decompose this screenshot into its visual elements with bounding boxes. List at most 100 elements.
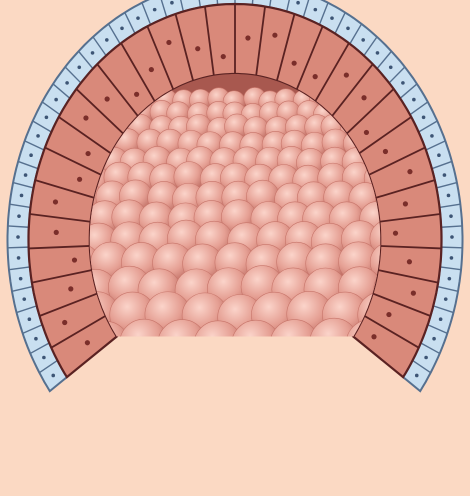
core-cell xyxy=(270,320,319,369)
outer-cell-nucleus xyxy=(444,297,448,301)
outer-cell-nucleus xyxy=(450,235,454,239)
inner-cell-nucleus xyxy=(77,177,82,182)
outer-cell-nucleus xyxy=(412,98,416,102)
outer-cell-nucleus xyxy=(136,16,140,20)
inner-cell-nucleus xyxy=(62,320,67,325)
core-cell xyxy=(324,414,384,474)
core-cell xyxy=(86,381,142,437)
outer-cell-nucleus xyxy=(449,214,453,218)
core-cell xyxy=(140,411,200,471)
core-cell xyxy=(194,321,243,370)
outer-cell-nucleus xyxy=(91,51,95,55)
outer-cell-nucleus xyxy=(314,8,318,12)
outer-cell-nucleus xyxy=(415,374,419,378)
outer-cell-nucleus xyxy=(34,337,38,341)
core-cell xyxy=(370,413,430,473)
outer-cell-nucleus xyxy=(54,98,58,102)
outer-cell-nucleus xyxy=(447,194,451,198)
outer-cell-nucleus xyxy=(376,51,380,55)
core-cell xyxy=(120,319,169,368)
inner-cell-nucleus xyxy=(393,231,398,236)
outer-cell-nucleus xyxy=(296,1,300,5)
outer-cell-nucleus xyxy=(120,26,124,30)
core-cell xyxy=(92,412,152,472)
inner-cell-nucleus xyxy=(344,72,349,77)
outer-cell-nucleus xyxy=(51,374,55,378)
outer-cell-nucleus xyxy=(443,173,447,177)
outer-cell-nucleus xyxy=(105,38,109,42)
outer-cell-nucleus xyxy=(361,38,365,42)
outer-cell-nucleus xyxy=(24,173,28,177)
outer-cell-nucleus xyxy=(448,277,452,281)
core-cell xyxy=(255,348,307,400)
inner-cell-nucleus xyxy=(407,169,412,174)
inner-cell-nucleus xyxy=(53,199,58,204)
core-cell xyxy=(348,378,404,434)
inner-cell-nucleus xyxy=(68,286,73,291)
outer-cell-nucleus xyxy=(45,116,49,120)
inner-cell-nucleus xyxy=(54,230,59,235)
core-cell xyxy=(91,348,143,400)
outer-cell-nucleus xyxy=(20,194,24,198)
outer-cell-nucleus xyxy=(22,297,26,301)
outer-cell-wall xyxy=(8,247,29,248)
outer-cell-nucleus xyxy=(42,356,46,360)
outer-cell-nucleus xyxy=(77,66,81,70)
inner-cell-nucleus xyxy=(221,54,226,59)
outer-cell-nucleus xyxy=(432,337,436,341)
outer-cell-nucleus xyxy=(65,81,69,85)
core-cell xyxy=(187,411,247,471)
inner-cell-nucleus xyxy=(195,46,200,51)
inner-cell-nucleus xyxy=(407,259,412,264)
inner-cell-nucleus xyxy=(105,96,110,101)
core-cell xyxy=(217,381,273,437)
outer-cell-nucleus xyxy=(36,134,40,138)
inner-cell-nucleus xyxy=(411,291,416,296)
core-cell xyxy=(310,318,359,367)
outer-cell-nucleus xyxy=(346,26,350,30)
inner-cell-nucleus xyxy=(292,61,297,66)
outer-cell-nucleus xyxy=(401,81,405,85)
core-cell xyxy=(293,349,345,401)
core-cell xyxy=(232,320,281,369)
core-cell xyxy=(173,348,225,400)
inner-cell-nucleus xyxy=(403,201,408,206)
outer-cell-nucleus xyxy=(170,1,174,5)
inner-cell-nucleus xyxy=(386,312,391,317)
outer-cell-nucleus xyxy=(19,277,23,281)
core-cell xyxy=(279,411,339,471)
core-cell xyxy=(212,348,264,400)
inner-cell-nucleus xyxy=(166,40,171,45)
inner-cell-nucleus xyxy=(272,33,277,38)
outer-cell-nucleus xyxy=(450,256,454,260)
inner-cell-nucleus xyxy=(364,130,369,135)
outer-cell-nucleus xyxy=(330,16,334,20)
core-cell xyxy=(173,379,229,435)
core-cell xyxy=(134,347,186,399)
core-cell xyxy=(132,381,188,437)
outer-cell-nucleus xyxy=(422,116,426,120)
outer-cell-nucleus xyxy=(28,317,32,321)
inner-cell-nucleus xyxy=(371,334,376,339)
inner-cell-nucleus xyxy=(83,115,88,120)
core-cell xyxy=(261,381,317,437)
core-cell xyxy=(47,413,107,473)
inner-cell-nucleus xyxy=(313,74,318,79)
inner-cell-nucleus xyxy=(149,67,154,72)
inner-cell-nucleus xyxy=(85,340,90,345)
outer-cell-nucleus xyxy=(153,8,157,12)
outer-cell-nucleus xyxy=(389,66,393,70)
inner-cell-nucleus xyxy=(245,35,250,40)
outer-cell-nucleus xyxy=(29,153,33,157)
outer-cell-nucleus xyxy=(439,317,443,321)
outer-cell-nucleus xyxy=(437,153,441,157)
outer-cell-nucleus xyxy=(17,214,21,218)
outer-cell-nucleus xyxy=(17,256,21,260)
inner-cell-nucleus xyxy=(361,95,366,100)
inner-cell-nucleus xyxy=(134,92,139,97)
outer-cell-nucleus xyxy=(16,235,20,239)
core-cell xyxy=(231,414,291,474)
inner-cell-nucleus xyxy=(72,257,77,262)
